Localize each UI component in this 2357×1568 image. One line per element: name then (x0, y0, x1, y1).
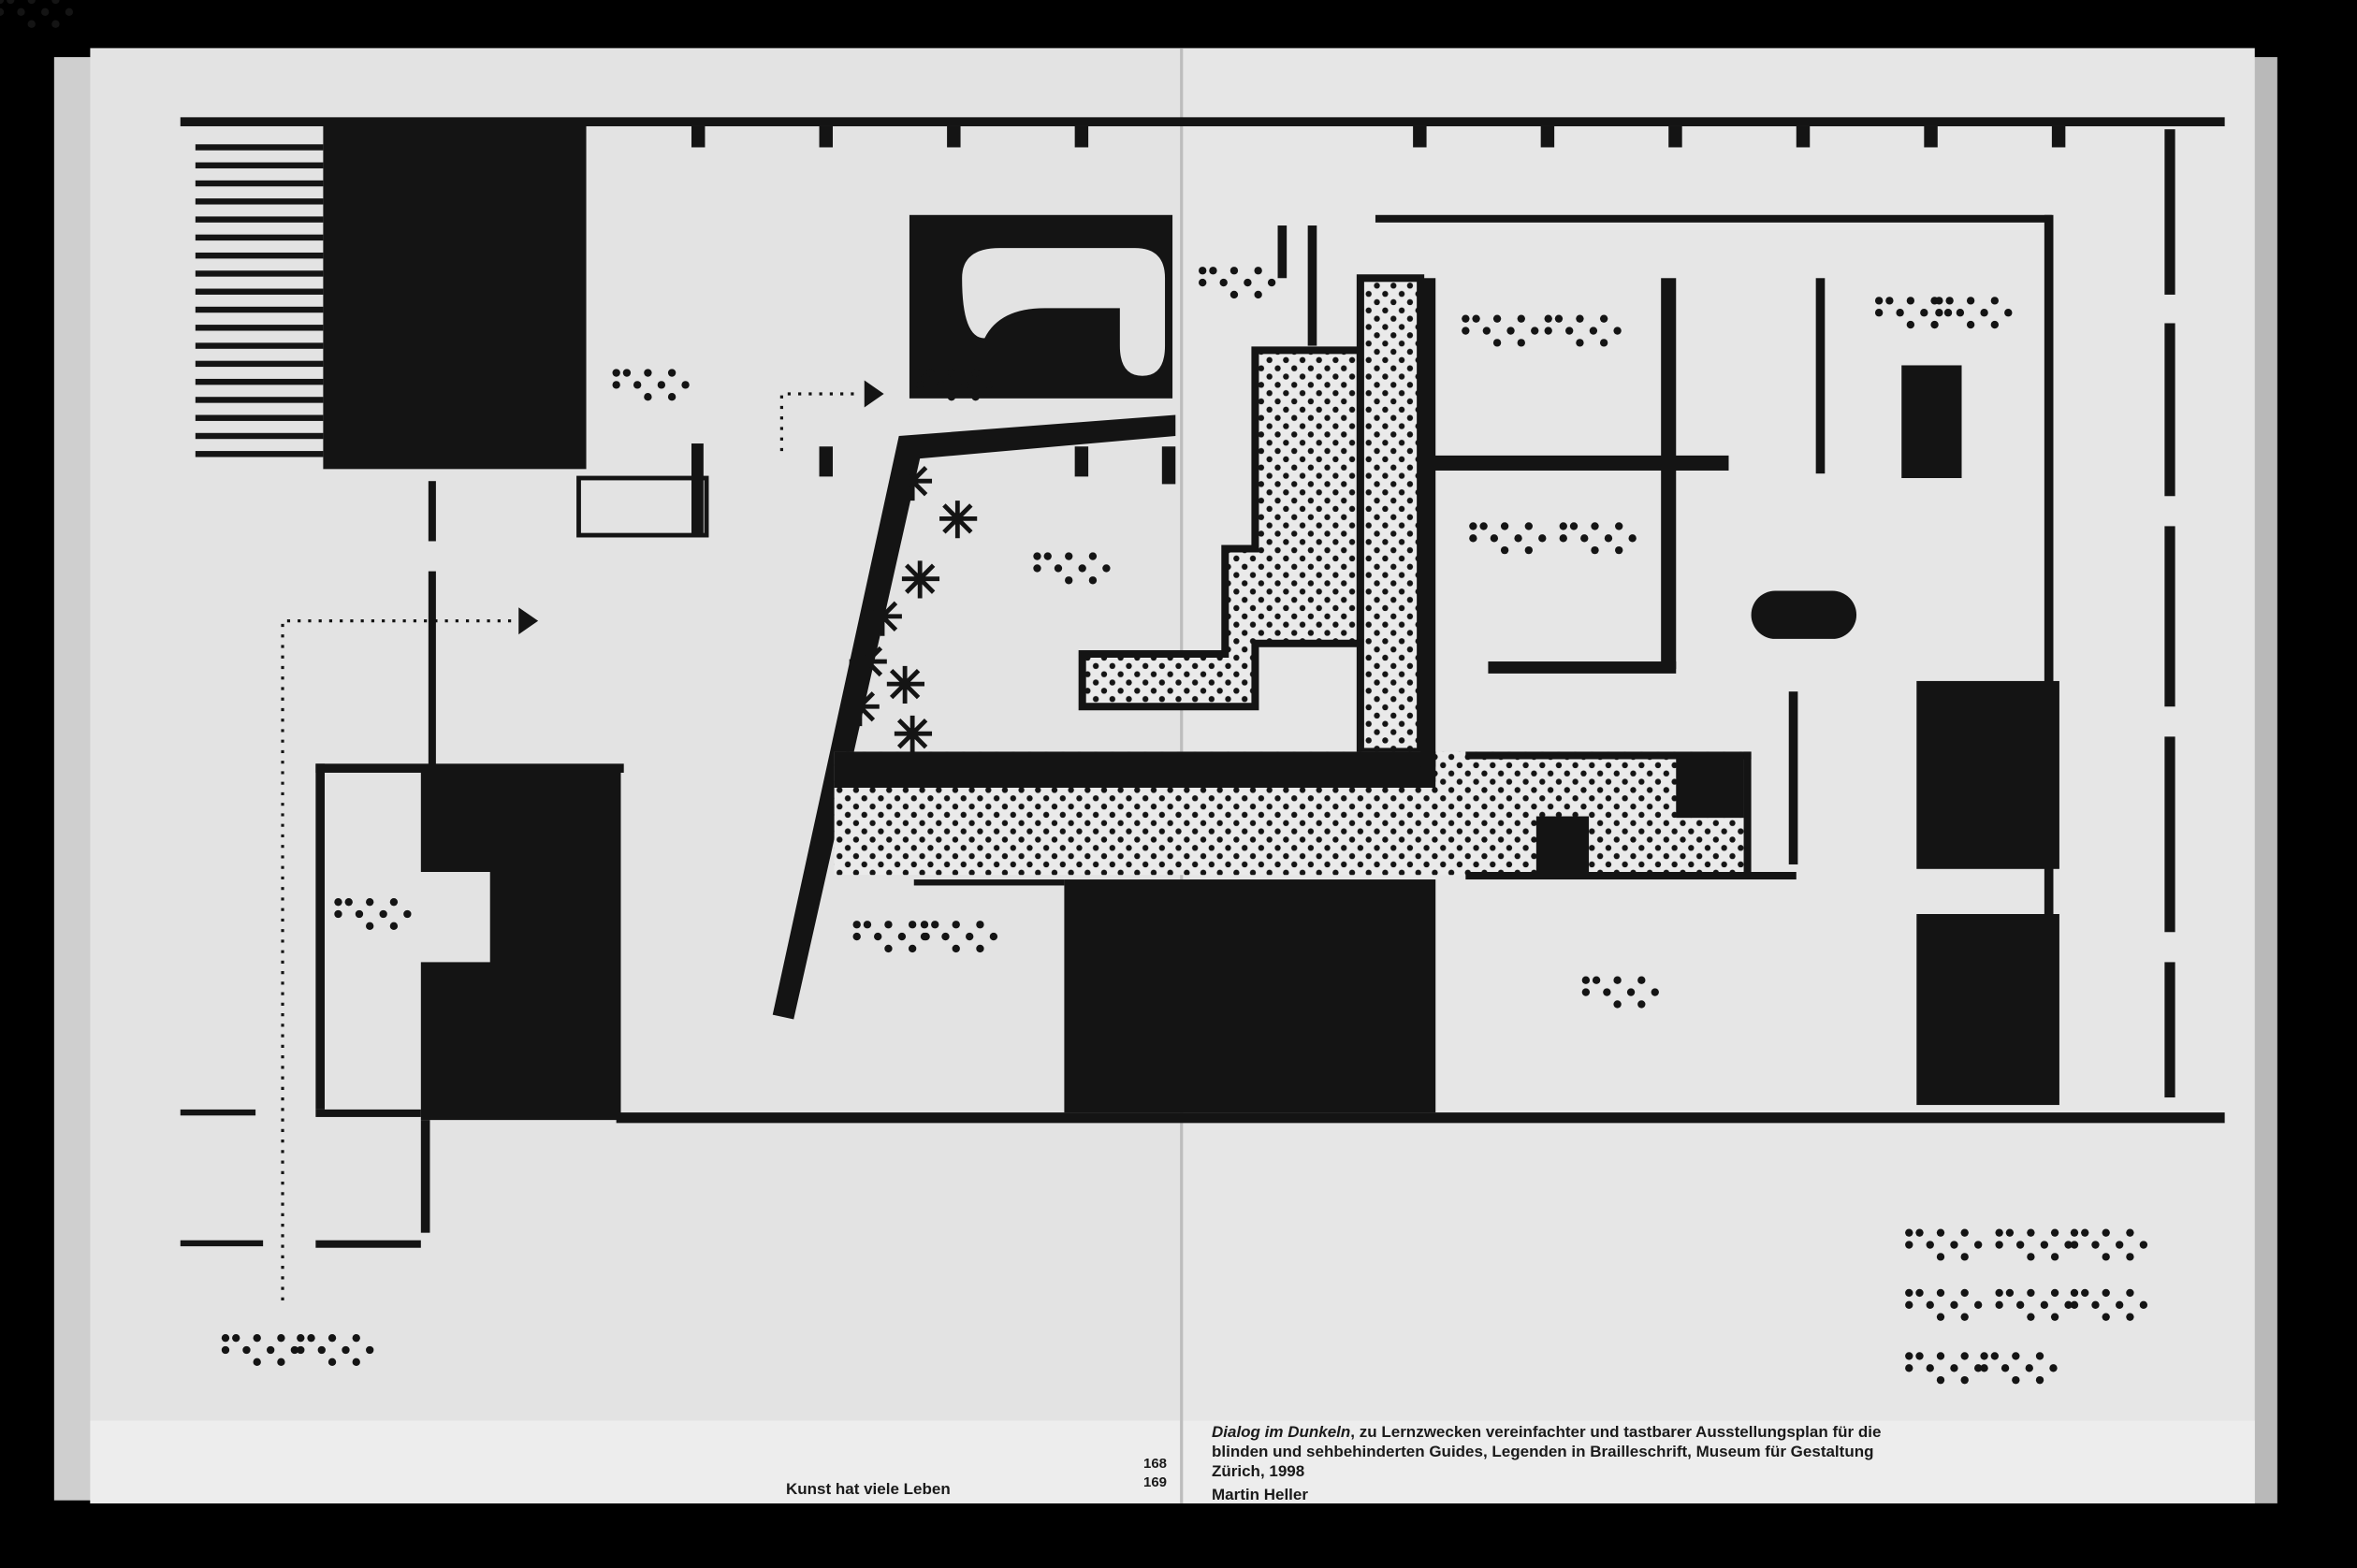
braille-legends (0, 0, 2148, 1385)
hatched-stairs (195, 135, 324, 459)
page-number-left: 168 (1143, 1456, 1168, 1472)
figure-caption: Dialog im Dunkeln, zu Lernzwecken verein… (1212, 1422, 1923, 1481)
page-numbers: 168 169 (1143, 1455, 1167, 1492)
caption-block: Dialog im Dunkeln, zu Lernzwecken verein… (1212, 1422, 1923, 1504)
caption-text: , zu Lernzwecken vereinfachter und tastb… (1212, 1423, 1882, 1480)
author-name: Martin Heller (1212, 1486, 1308, 1503)
wall-notches (691, 125, 2066, 148)
floor-plan (0, 0, 2225, 1385)
running-title: Kunst hat viele Leben (786, 1480, 951, 1498)
page-number-right: 169 (1143, 1474, 1168, 1490)
caption-title: Dialog im Dunkeln (1212, 1423, 1351, 1441)
tree-symbols (841, 462, 978, 754)
